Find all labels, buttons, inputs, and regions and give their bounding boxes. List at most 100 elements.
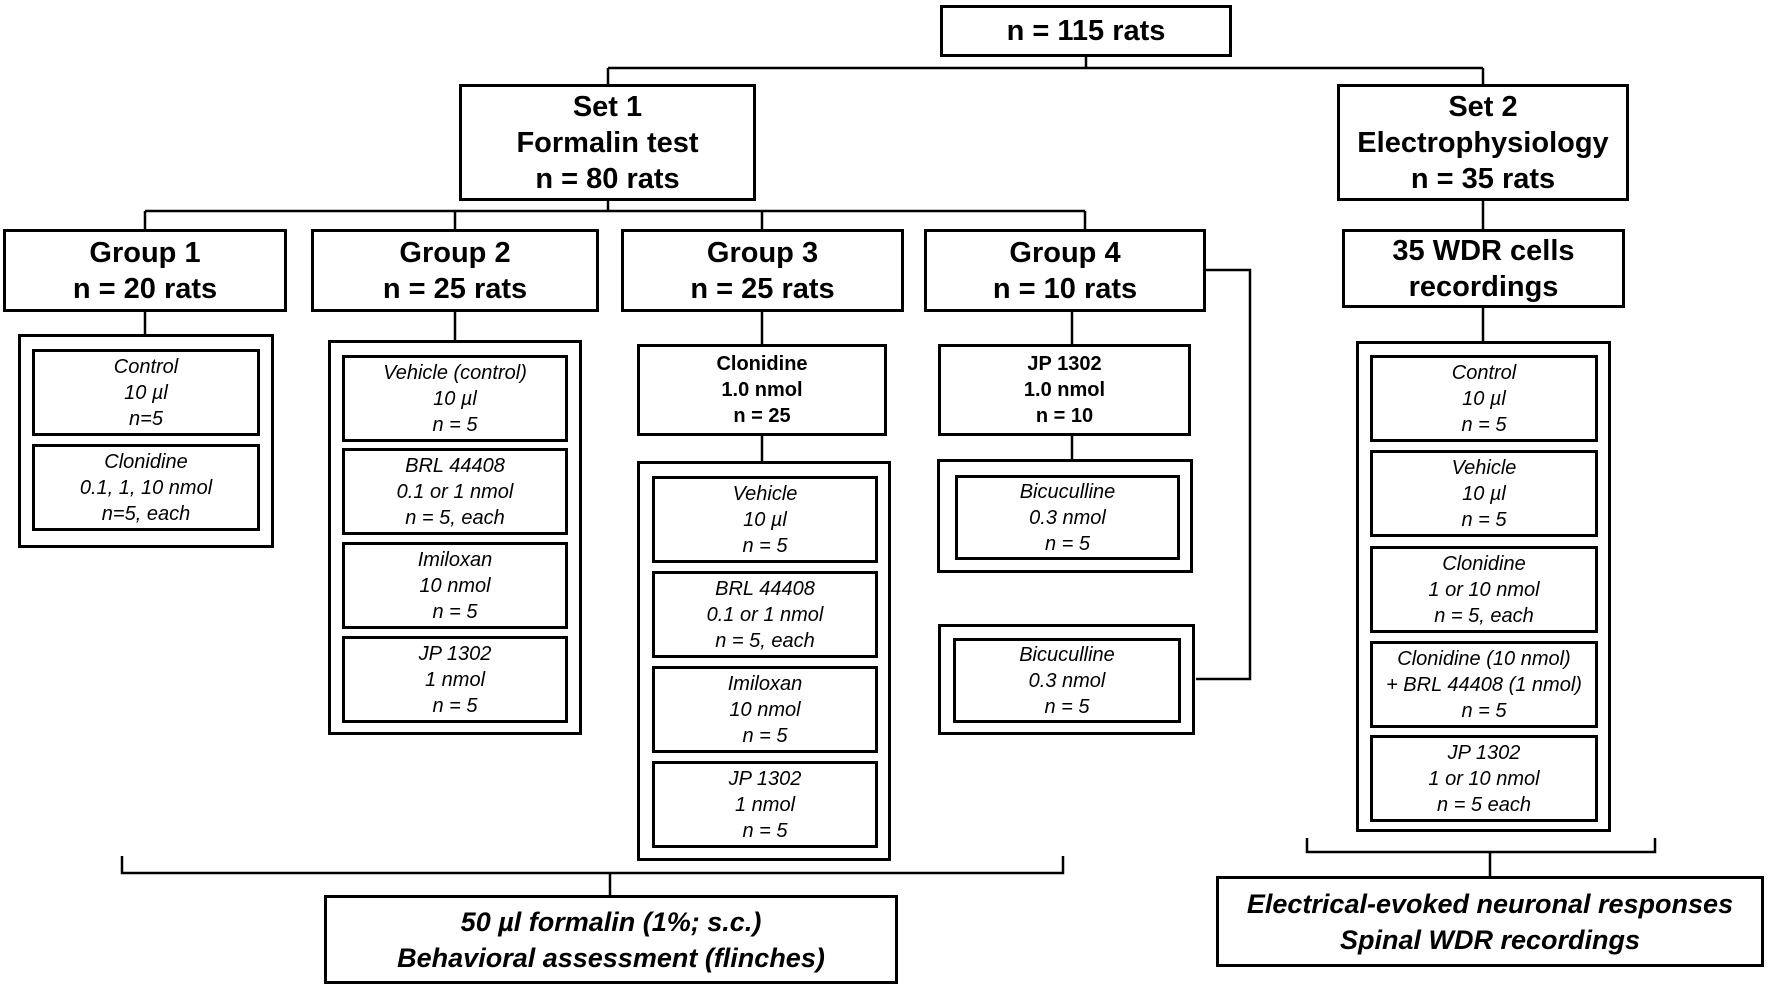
wdr-treatments-panel: Control 10 µl n = 5 Vehicle 10 µl n = 5 … [1356,341,1611,832]
treatment-n: n = 5 [742,819,788,842]
group4-count: n = 10 rats [992,272,1138,305]
group4-treatment-panel-b: Bicuculline 0.3 nmol n = 5 [938,624,1195,735]
treatment-dose: 10 nmol [729,698,801,721]
group2-treatment-jp1302: JP 1302 1 nmol n = 5 [342,636,568,723]
group1-treatments-panel: Control 10 µl n=5 Clonidine 0.1, 1, 10 n… [18,334,274,548]
treatment-dose: 0.3 nmol [1028,669,1106,692]
group2-title: Group 2 [399,236,511,269]
behavior-outcome-line1: 50 µl formalin (1%; s.c.) [460,906,762,937]
total-rats-box: n = 115 rats [940,5,1232,57]
treatment-name: Imiloxan [727,672,803,695]
treatment-dose: 10 µl [1462,482,1506,505]
group2-treatments-panel: Vehicle (control) 10 µl n = 5 BRL 44408 … [328,340,582,735]
group3-box: Group 3 n = 25 rats [621,229,904,312]
treatment-n: n = 5 [1044,532,1091,555]
treatment-name: Vehicle (control) [383,361,527,384]
pretreatment-n: n = 10 [1035,405,1094,427]
treatment-n: n = 5, each [405,506,505,529]
treatment-name: JP 1302 [418,642,492,665]
group4-treatment-bicuculline-a: Bicuculline 0.3 nmol n = 5 [955,475,1180,560]
group1-count: n = 20 rats [72,272,218,305]
treatment-name: Vehicle [1451,456,1517,479]
group1-box: Group 1 n = 20 rats [3,229,287,312]
treatment-dose: 0.1, 1, 10 nmol [79,476,213,499]
treatment-name: BRL 44408 [405,454,505,477]
treatment-n: n = 5 each [1437,793,1531,816]
treatment-name: Bicuculline [1019,643,1115,666]
pretreatment-n: n = 25 [733,405,791,427]
group2-box: Group 2 n = 25 rats [311,229,599,312]
electro-outcome-line2: Spinal WDR recordings [1339,924,1641,955]
treatment-n: n=5 [129,407,163,430]
treatment-dose: 0.1 or 1 nmol [396,480,514,503]
set2-count: n = 35 rats [1410,162,1556,195]
set1-box: Set 1 Formalin test n = 80 rats [459,84,756,201]
bracket-formalin [120,856,1065,875]
group2-treatment-vehicle: Vehicle (control) 10 µl n = 5 [342,355,568,442]
set1-title: Set 1 [572,90,643,123]
behavior-outcome-line2: Behavioral assessment (flinches) [397,942,825,973]
set2-title: Set 2 [1448,90,1518,123]
treatment-name: Control [1451,361,1517,384]
treatment-dose: 1 nmol [734,793,796,816]
treatment-name: Clonidine [1442,552,1526,575]
group1-treatment-clonidine: Clonidine 0.1, 1, 10 nmol n=5, each [32,444,260,531]
treatment-name: JP 1302 [728,767,802,790]
pretreatment-name: Clonidine [716,353,808,375]
treatment-n: n = 5 [432,694,478,717]
treatment-n: n = 5 [1044,695,1090,718]
treatment-dose: 1 or 10 nmol [1428,578,1540,601]
group1-title: Group 1 [89,236,201,269]
set2-box: Set 2 Electrophysiology n = 35 rats [1337,84,1629,201]
treatment-n: n = 5 [742,724,788,747]
group3-treatment-jp1302: JP 1302 1 nmol n = 5 [652,761,878,848]
treatment-name: Imiloxan [417,548,493,571]
total-rats-label: n = 115 rats [1006,15,1166,47]
group4-title: Group 4 [1009,236,1121,269]
group2-count: n = 25 rats [382,272,528,305]
wdr-treatment-clonidine: Clonidine 1 or 10 nmol n = 5, each [1370,546,1598,633]
wdr-treatment-vehicle: Vehicle 10 µl n = 5 [1370,450,1598,537]
treatment-dose: + BRL 44408 (1 nmol) [1386,673,1582,696]
wdr-title: 35 WDR cells [1392,234,1575,267]
group2-treatment-brl44408: BRL 44408 0.1 or 1 nmol n = 5, each [342,448,568,535]
treatment-name: Clonidine (10 nmol) [1397,647,1571,670]
treatment-dose: 0.3 nmol [1029,506,1106,529]
treatment-dose: 0.1 or 1 nmol [706,603,824,626]
group4-pretreatment-jp1302: JP 1302 1.0 nmol n = 10 [938,344,1191,436]
bracket-electro [1305,838,1657,854]
treatment-n: n = 5 [742,534,788,557]
set1-experiment: Formalin test [516,126,699,159]
treatment-n: n=5, each [101,502,191,525]
connector-group4-treatment-b [1196,268,1252,681]
group3-treatments-panel: Vehicle 10 µl n = 5 BRL 44408 0.1 or 1 n… [637,461,891,861]
pretreatment-dose: 1.0 nmol [721,379,803,401]
set2-experiment: Electrophysiology [1357,126,1609,159]
wdr-treatment-control: Control 10 µl n = 5 [1370,355,1598,442]
group4-treatment-panel-a: Bicuculline 0.3 nmol n = 5 [937,459,1193,573]
treatment-n: n = 5 [432,413,478,436]
treatment-name: JP 1302 [1447,741,1521,764]
treatment-dose: 10 µl [1462,387,1506,410]
wdr-recordings-box: 35 WDR cells recordings [1342,229,1625,308]
group2-treatment-imiloxan: Imiloxan 10 nmol n = 5 [342,542,568,629]
group3-treatment-vehicle: Vehicle 10 µl n = 5 [652,476,878,563]
behavior-outcome-box: 50 µl formalin (1%; s.c.) Behavioral ass… [324,895,898,984]
group4-treatment-bicuculline-b: Bicuculline 0.3 nmol n = 5 [953,638,1181,723]
wdr-subtitle: recordings [1408,270,1559,303]
treatment-dose: 1 or 10 nmol [1428,767,1540,790]
treatment-name: Clonidine [104,450,188,473]
treatment-n: n = 5, each [1434,604,1534,627]
treatment-name: BRL 44408 [715,577,815,600]
electro-outcome-line1: Electrical-evoked neuronal responses [1246,888,1734,919]
treatment-n: n = 5 [432,600,478,623]
treatment-n: n = 5 [1461,413,1507,436]
group1-treatment-control: Control 10 µl n=5 [32,349,260,436]
treatment-dose: 10 µl [124,381,168,404]
treatment-n: n = 5 [1461,699,1507,722]
wdr-treatment-jp1302: JP 1302 1 or 10 nmol n = 5 each [1370,735,1598,822]
treatment-dose: 1 nmol [424,668,486,691]
treatment-dose: 10 µl [433,387,477,410]
group3-count: n = 25 rats [690,272,835,305]
